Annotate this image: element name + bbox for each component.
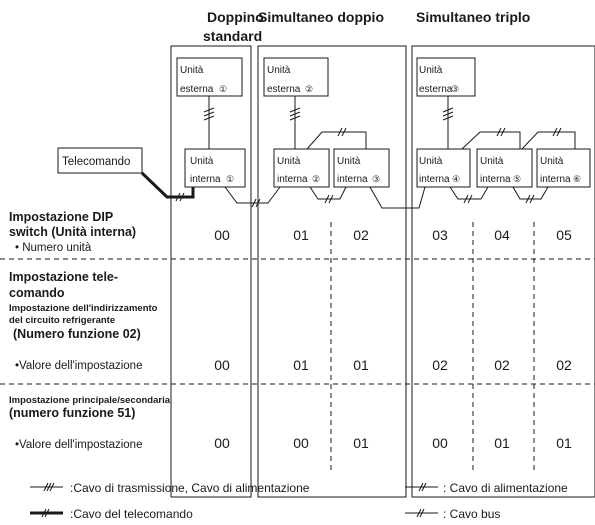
main-sub-value-5: 01 (494, 435, 510, 451)
main-sub-value-1: 00 (214, 435, 230, 451)
outdoor-unit-3: Unità esterna ③ (416, 57, 476, 97)
dip-value-6: 05 (556, 227, 572, 243)
outdoor-unit-2-number: ② (305, 84, 313, 94)
outdoor-unit-1-number: ① (219, 84, 227, 94)
remote-controller-cable (140, 171, 195, 202)
indoor-unit-4: Unità interna ④ (416, 148, 471, 188)
remote-controller: Telecomando (57, 147, 143, 174)
dip-value-5: 04 (494, 227, 510, 243)
dip-value-1: 00 (214, 227, 230, 243)
outdoor-unit-3-number: ③ (451, 84, 459, 94)
indoor-unit-5-line2: interna (480, 174, 511, 185)
indoor-unit-1-number: ① (226, 174, 234, 184)
remote-setting-sub-line3: (Numero funzione 02) (13, 327, 141, 341)
header-simultaneo-doppio: Simultaneo doppio (258, 9, 384, 25)
indoor-unit-2: Unità interna ② (273, 148, 330, 188)
main-sub-value-label: •Valore dell'impostazione (15, 439, 142, 451)
indoor-unit-1: Unità interna ① (184, 148, 246, 188)
header-standard: standard (203, 28, 262, 44)
outdoor-unit-2-line2: esterna (267, 84, 301, 95)
outdoor-unit-1-line2: esterna (180, 84, 214, 95)
remote-setting-title-line2: comando (9, 286, 65, 300)
remote-setting-title-line1: Impostazione tele- (9, 270, 118, 284)
indoor-unit-1-line1: Unità (190, 156, 214, 167)
indoor-unit-2-line1: Unità (277, 156, 301, 167)
column-frame-doppio (257, 45, 407, 498)
legend-remote-cable: :Cavo del telecomando (70, 507, 193, 521)
indoor-unit-3-line2: interna (337, 174, 368, 185)
main-sub-value-4: 00 (432, 435, 448, 451)
indoor-unit-6-line2: interna (540, 174, 571, 185)
indoor-unit-6-number: ⑥ (573, 174, 581, 184)
remote-controller-label: Telecomando (62, 156, 130, 168)
dip-value-2: 01 (293, 227, 309, 243)
remote-setting-value-6: 02 (556, 357, 572, 373)
transmission-cables (203, 96, 454, 149)
legend-power: : Cavo di alimentazione (443, 481, 568, 495)
bus-cable (224, 186, 549, 209)
outdoor-unit-1-line1: Unità (180, 65, 204, 76)
remote-setting-value-2: 01 (293, 357, 309, 373)
indoor-unit-6-line1: Unità (540, 156, 564, 167)
header-doppino: Doppino (207, 9, 264, 25)
indoor-unit-3-line1: Unità (337, 156, 361, 167)
dip-value-3: 02 (353, 227, 369, 243)
indoor-unit-5-number: ⑤ (513, 174, 521, 184)
indoor-unit-4-number: ④ (452, 174, 460, 184)
dip-value-4: 03 (432, 227, 448, 243)
remote-setting-value-label: •Valore dell'impostazione (15, 360, 142, 372)
main-sub-title-line1: Impostazione principale/secondaria (9, 395, 171, 406)
main-sub-value-6: 01 (556, 435, 572, 451)
indoor-unit-5-line1: Unità (480, 156, 504, 167)
indoor-unit-2-line2: interna (277, 174, 308, 185)
legend-bus-cable: : Cavo bus (443, 507, 500, 521)
indoor-unit-4-line2: interna (419, 174, 450, 185)
indoor-unit-3-number: ③ (372, 174, 380, 184)
legend: :Cavo di trasmissione, Cavo di alimentaz… (30, 481, 568, 521)
main-sub-value-3: 01 (353, 435, 369, 451)
indoor-unit-1-line2: interna (190, 174, 221, 185)
main-sub-title-line2: (numero funzione 51) (9, 406, 135, 420)
indoor-unit-3: Unità interna ③ (333, 148, 390, 188)
remote-setting-value-5: 02 (494, 357, 510, 373)
outdoor-unit-1: Unità esterna ① (176, 57, 243, 97)
outdoor-unit-3-line2: esterna (419, 84, 453, 95)
remote-setting-value-1: 00 (214, 357, 230, 373)
remote-setting-sub-line1: Impostazione dell'indirizzamento (9, 303, 158, 314)
column-frame-triplo (411, 45, 595, 498)
indoor-unit-2-number: ② (312, 174, 320, 184)
setting-values: 00 01 02 03 04 05 00 01 01 02 02 02 00 00 01 00 01 01 (214, 227, 572, 451)
indoor-unit-6: Unità interna ⑥ (536, 148, 591, 188)
dip-title-line1: Impostazione DIP (9, 210, 113, 224)
dip-subtitle: • Numero unità (15, 242, 92, 254)
row-dividers (0, 258, 595, 385)
column-frame-standard (170, 45, 252, 498)
power-cables (306, 127, 576, 150)
dip-title-line2: switch (Unità interna) (9, 225, 136, 239)
outdoor-unit-2-line1: Unità (267, 65, 291, 76)
main-sub-value-2: 00 (293, 435, 309, 451)
header-simultaneo-triplo: Simultaneo triplo (416, 9, 530, 25)
outdoor-unit-2: Unità esterna ② (263, 57, 329, 97)
remote-setting-sub-line2: del circuito refrigerante (9, 315, 115, 326)
indoor-unit-4-line1: Unità (419, 156, 443, 167)
outdoor-unit-3-line1: Unità (419, 65, 443, 76)
remote-setting-value-3: 01 (353, 357, 369, 373)
remote-setting-value-4: 02 (432, 357, 448, 373)
legend-transmission-power: :Cavo di trasmissione, Cavo di alimentaz… (70, 481, 310, 495)
indoor-unit-5: Unità interna ⑤ (476, 148, 533, 188)
